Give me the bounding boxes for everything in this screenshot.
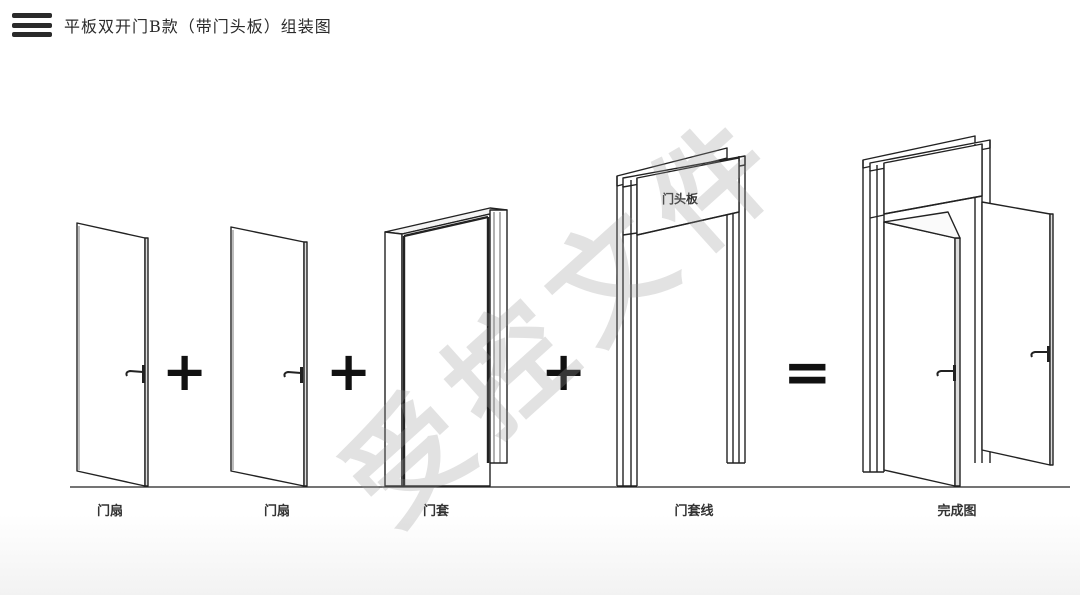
menu-icon-bar xyxy=(12,32,52,37)
door-leaf-1 xyxy=(76,222,149,487)
door-casing-trim xyxy=(616,147,746,487)
plus-operator: + xyxy=(541,340,587,403)
door-leaf-2 xyxy=(230,226,308,487)
menu-icon-bar xyxy=(12,22,52,28)
plus-operator: + xyxy=(326,340,372,403)
equals-operator: = xyxy=(783,338,832,406)
door-handle-icon xyxy=(1030,346,1050,362)
door-frame xyxy=(384,207,508,487)
door-handle-icon xyxy=(283,367,303,383)
footer-band xyxy=(0,515,1080,595)
finished-assembly xyxy=(862,135,1054,487)
menu-icon-bar xyxy=(12,13,52,18)
door-handle-icon xyxy=(936,365,956,381)
page-title: 平板双开门B款（带门头板）组装图 xyxy=(64,17,332,36)
door-handle-icon xyxy=(125,365,145,383)
menu-icon[interactable] xyxy=(12,13,52,37)
lintel-label: 门头板 xyxy=(661,192,699,206)
plus-operator: + xyxy=(162,340,208,403)
header: 平板双开门B款（带门头板）组装图 xyxy=(12,10,332,40)
